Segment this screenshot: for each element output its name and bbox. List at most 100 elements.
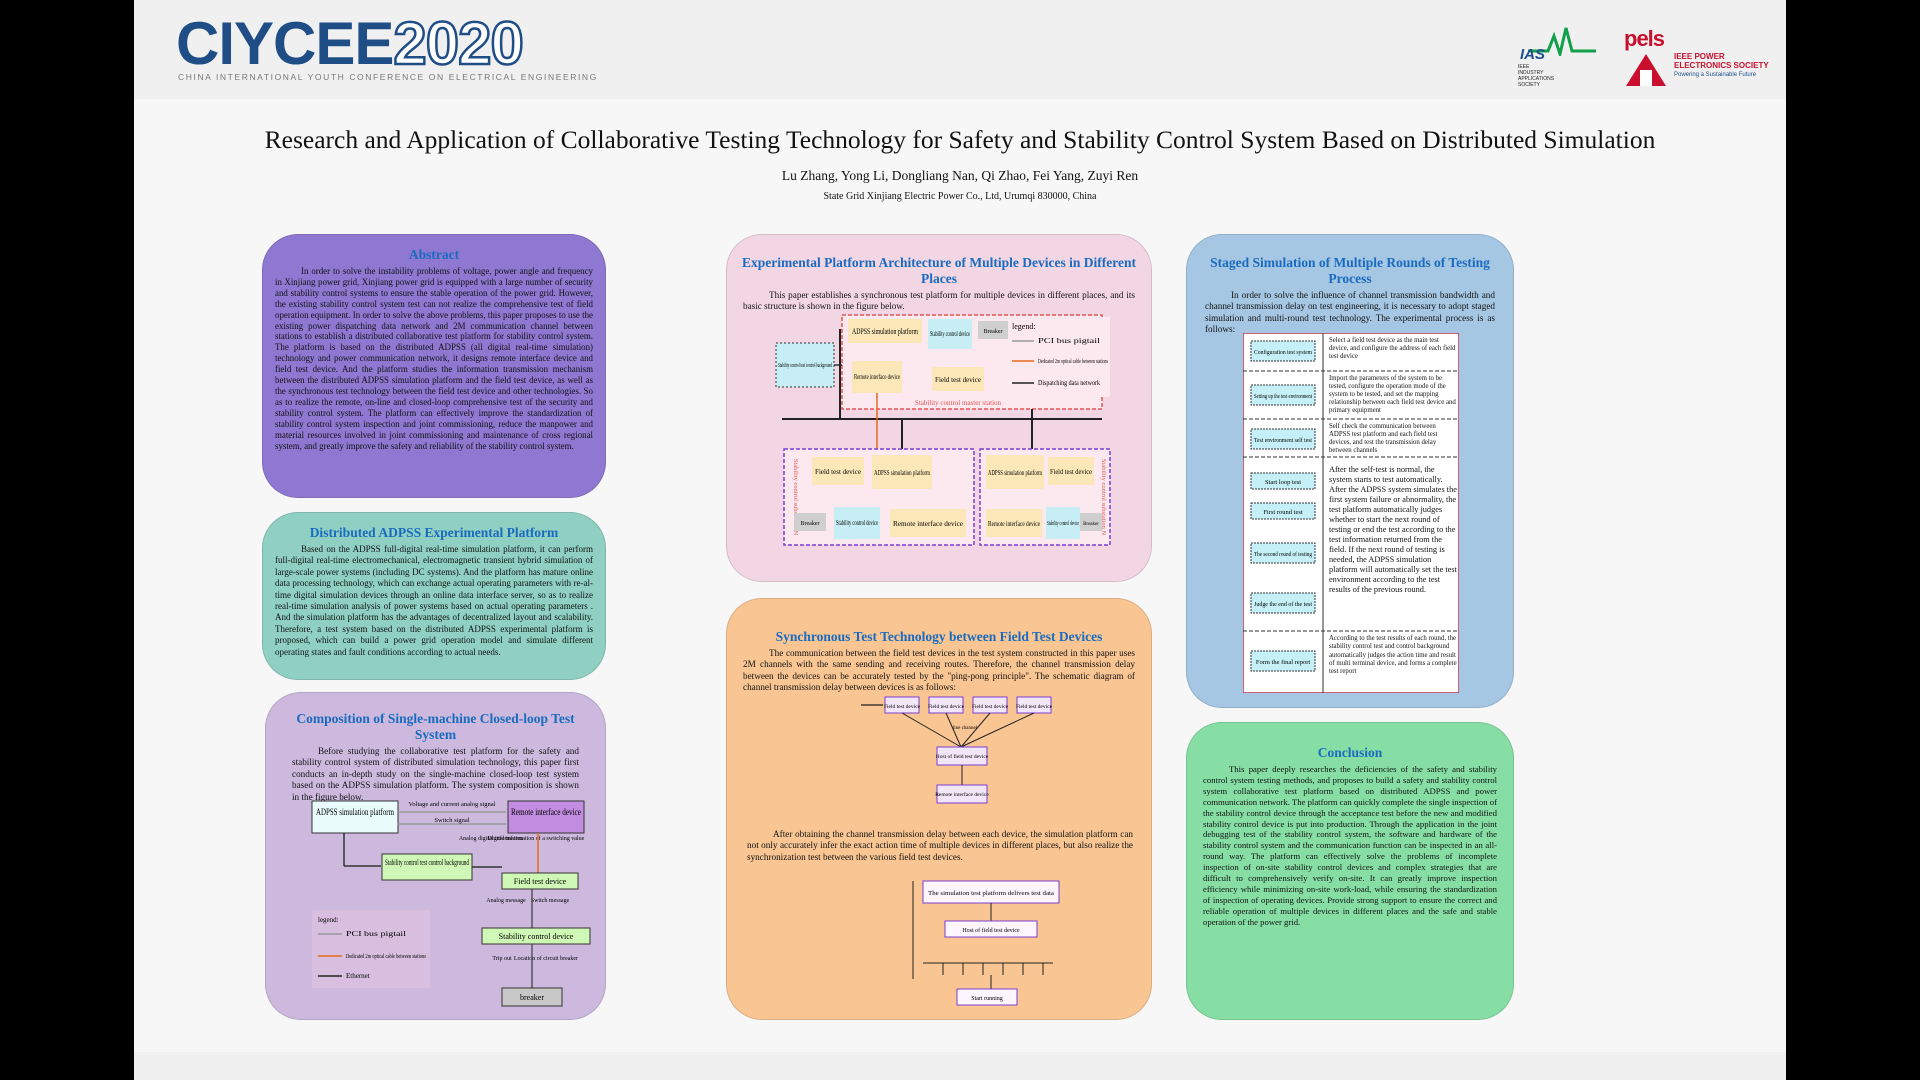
plat-adpss-top: ADPSS simulation platform xyxy=(852,327,919,336)
sync-box-3: Field test device xyxy=(972,704,1009,710)
comp-digital-info: Digital information of a switching value xyxy=(488,835,585,842)
platform-title: Experimental Platform Architecture of Mu… xyxy=(741,255,1137,286)
plat-scd-l: Stability control device xyxy=(836,519,878,527)
paper-title: Research and Application of Collaborativ… xyxy=(264,125,1656,154)
comp-breaker: breaker xyxy=(520,993,544,1002)
authors: Lu Zhang, Yong Li, Dongliang Nan, Qi Zha… xyxy=(781,168,1139,183)
plat-master: Stability control master station xyxy=(915,399,1002,407)
comp-background: Stability control test control backgroun… xyxy=(385,858,469,867)
poster: CIYCEE2020 China International Youth Con… xyxy=(134,0,1786,1080)
plat-legend: legend: xyxy=(1012,322,1036,331)
sync-text-2: After obtaining the channel transmission… xyxy=(747,829,1133,862)
sync-box-2: Field test device xyxy=(928,704,965,710)
plat-adpss-r: ADPSS simulation platform xyxy=(988,469,1042,477)
plat-breaker-r: Breaker xyxy=(1083,522,1099,527)
plat-field-r: Field test device xyxy=(1050,468,1092,476)
ias-word: IAS xyxy=(1520,46,1546,63)
staged-title: Staged Simulation of Multiple Rounds of … xyxy=(1210,255,1490,286)
plat-remote-r: Remote interface device xyxy=(988,520,1040,528)
sync-top: The simulation test platform delivers te… xyxy=(928,890,1054,897)
staged-r3: Self check the communication between ADP… xyxy=(1329,423,1438,454)
plat-scd-top: Stability control device xyxy=(930,330,970,338)
sync-box-4: Field test device xyxy=(1016,704,1053,710)
staged-flowchart: Configuration test system Setting up the… xyxy=(1243,333,1459,693)
conclusion-title: Conclusion xyxy=(1317,745,1383,760)
staged-l3: Test environment self test xyxy=(1254,437,1312,444)
comp-remote: Remote interface device xyxy=(511,807,581,817)
staged-m4: Judge the end of the test xyxy=(1254,601,1312,608)
platform-diagram: ADPSS simulation platform Stability cont… xyxy=(775,314,1111,546)
composition-diagram: ADPSS simulation platform Remote interfa… xyxy=(311,800,591,1007)
comp-l3: Ethernet xyxy=(346,972,370,980)
comp-analog-digital: Analog digital information xyxy=(459,835,523,842)
staged-l1: Configuration test system xyxy=(1254,349,1312,356)
comp-switch: Switch signal xyxy=(434,817,469,824)
plat-sub-left: Stability control substation N xyxy=(792,459,799,536)
plat-field-top: Field test device xyxy=(935,376,981,384)
platform-text: This paper establishes a synchronous tes… xyxy=(743,290,1135,312)
sync-box-1: Field test device xyxy=(884,704,921,710)
plat-l3: Dispatching data network xyxy=(1038,379,1100,387)
staged-l5: Form the final report xyxy=(1256,659,1311,666)
sync-remote: Remote interface device xyxy=(935,791,989,798)
sync-text-1: The communication between the field test… xyxy=(743,648,1135,693)
composition-panel: Composition of Single-machine Closed-loo… xyxy=(265,692,606,1020)
comp-switch-msg: Switch message xyxy=(531,898,570,904)
ias-logo: IAS IEEE INDUSTRY APPLICATIONS SOCIETY xyxy=(1518,26,1598,88)
comp-adpss: ADPSS simulation platform xyxy=(316,807,394,817)
comp-field: Field test device xyxy=(514,877,567,886)
staged-m3: The second round of testing xyxy=(1254,551,1312,558)
staged-m2: First round test xyxy=(1263,509,1303,516)
plat-remote-l: Remote interface device xyxy=(893,520,963,528)
staged-text: In order to solve the influence of chann… xyxy=(1205,290,1495,335)
abstract-title: Abstract xyxy=(408,247,460,262)
pels-line-1: IEEE POWER xyxy=(1674,52,1725,61)
plat-field-l: Field test device xyxy=(815,468,861,476)
comp-scd: Stability control device xyxy=(499,932,574,941)
comp-legend: legend: xyxy=(318,916,339,924)
sync-start: Start running xyxy=(971,996,1003,1002)
plat-adpss-l: ADPSS simulation platform xyxy=(874,469,930,477)
plat-remote-top: Remote interface device xyxy=(854,373,900,381)
sync-diagram-2: The simulation test platform delivers te… xyxy=(912,880,1060,1006)
staged-r5: According to the test results of each ro… xyxy=(1329,635,1457,676)
logo-text-b: 2020 xyxy=(392,10,525,77)
staged-r1: Select a field test device as the main t… xyxy=(1329,337,1456,360)
sync-host-2: Host of field test device xyxy=(962,927,1020,934)
composition-text: Before studying the collaborative test p… xyxy=(292,746,579,802)
header-band: CIYCEE2020 China International Youth Con… xyxy=(134,0,1786,99)
sync-host: Host of field test device xyxy=(936,753,989,760)
comp-analog-msg: Analog message xyxy=(486,898,526,904)
ias-subtitle: IEEE INDUSTRY APPLICATIONS SOCIETY xyxy=(1518,64,1555,88)
comp-voltage: Voltage and current analog signal xyxy=(409,801,496,808)
pels-word: pels xyxy=(1624,26,1665,51)
plat-sub-right: Stability control substation N xyxy=(1100,459,1107,536)
comp-l1: PCI bus pigtail xyxy=(346,930,406,938)
staged-middle-text: After the self-test is normal, the syste… xyxy=(1329,465,1457,594)
plat-l2: Dedicated 2m optical cable between stati… xyxy=(1038,358,1108,365)
plat-l1: PCI bus pigtail xyxy=(1038,337,1100,345)
plat-scd-r: Stability control device xyxy=(1047,521,1079,527)
sync-title: Synchronous Test Technology between Fiel… xyxy=(775,629,1103,644)
affiliation: State Grid Xinjiang Electric Power Co., … xyxy=(823,191,1097,202)
adpss-text: Based on the ADPSS full-digital real-tim… xyxy=(275,544,593,657)
plat-breaker-l: Breaker xyxy=(801,521,820,527)
sync-delay: line channel xyxy=(953,726,978,731)
conclusion-text: This paper deeply researches the deficie… xyxy=(1203,764,1497,927)
conference-subtitle: China International Youth Conference on … xyxy=(178,72,598,82)
sync-panel: Synchronous Test Technology between Fiel… xyxy=(726,598,1152,1020)
staged-panel: Staged Simulation of Multiple Rounds of … xyxy=(1186,234,1514,708)
footer-band xyxy=(134,1052,1786,1080)
sync-diagram-1: Field test device Field test device Fiel… xyxy=(861,696,1053,804)
staged-r2: Import the parameters of the system to b… xyxy=(1329,375,1456,414)
platform-panel: Experimental Platform Architecture of Mu… xyxy=(726,234,1152,582)
conference-logo: CIYCEE2020 xyxy=(176,12,525,75)
plat-bg: Stability control test control backgroun… xyxy=(778,362,832,369)
abstract-panel: Abstract In order to solve the instabili… xyxy=(262,234,606,498)
adpss-title: Distributed ADPSS Experimental Platform xyxy=(309,525,559,540)
pels-line-2: ELECTRONICS SOCIETY xyxy=(1674,61,1769,70)
comp-trip: Trip out xyxy=(492,956,512,962)
plat-breaker-top: Breaker xyxy=(984,329,1003,335)
